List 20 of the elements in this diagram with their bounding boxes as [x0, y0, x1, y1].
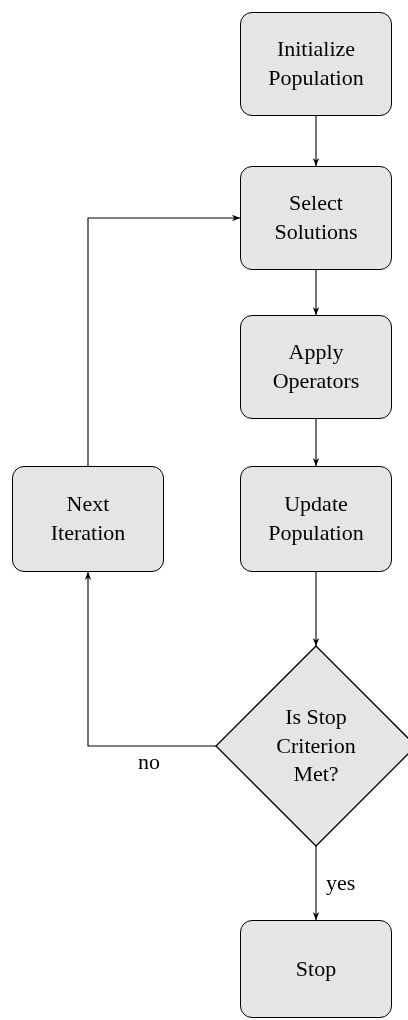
node-label: Stop [295, 954, 337, 983]
arrow [312, 571, 320, 647]
arrow [312, 269, 320, 316]
process-box [240, 920, 392, 1018]
node-label: Apply Operators [271, 338, 361, 395]
process-box [240, 12, 392, 116]
node-label: Next Iteration [49, 490, 127, 547]
arrow [312, 115, 320, 167]
process-box [240, 466, 392, 572]
arrow [87, 214, 241, 467]
arrow [312, 845, 320, 921]
process-box [12, 466, 164, 572]
node-label: Initialize Population [267, 35, 365, 92]
arrow [84, 571, 217, 747]
process-box [240, 315, 392, 419]
process-box [240, 166, 392, 270]
arrow [312, 418, 320, 467]
node-label: Select Solutions [273, 189, 359, 246]
node-label: Is Stop Criterion Met? [275, 703, 357, 789]
node-label: Update Population [267, 490, 365, 547]
